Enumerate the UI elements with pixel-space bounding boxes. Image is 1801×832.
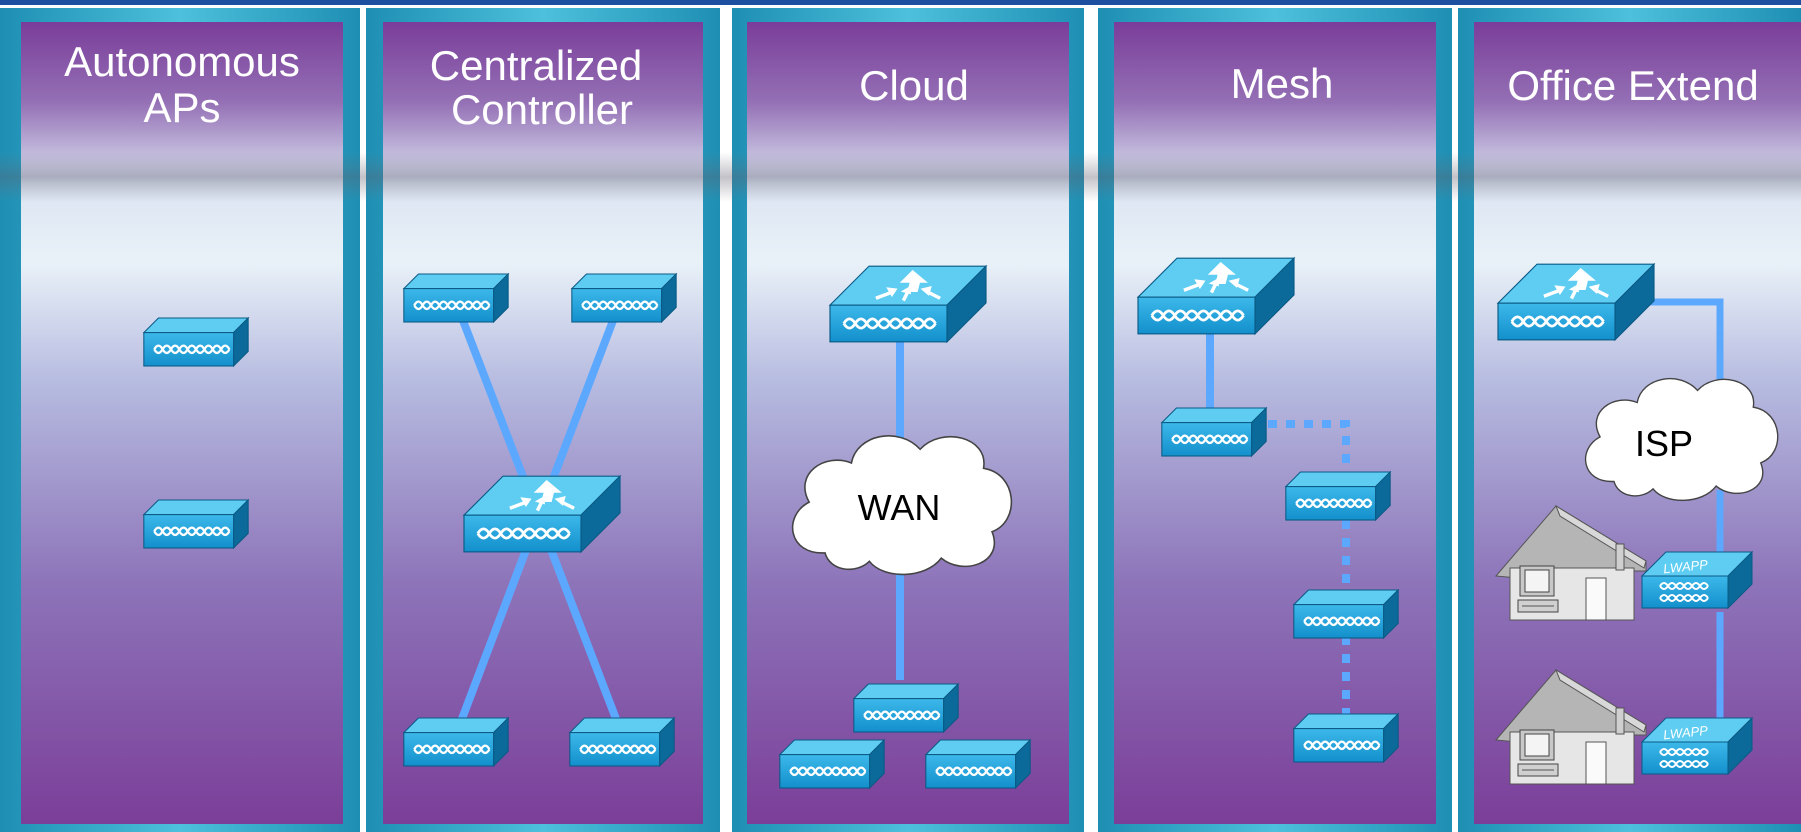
wireless-link-dashed xyxy=(1268,420,1350,476)
top-strip xyxy=(0,0,1801,5)
column-cloud: Cloud WAN xyxy=(732,8,1084,832)
access-point-icon xyxy=(402,716,510,768)
mesh-wireless-links xyxy=(1268,420,1350,716)
access-point-icon xyxy=(142,316,250,368)
access-point-icon xyxy=(1292,712,1400,764)
column-autonomous-aps: Autonomous APs xyxy=(0,8,360,832)
lwapp-label: LWAPP xyxy=(1662,557,1708,577)
decorative-band xyxy=(0,152,1801,202)
access-point-icon xyxy=(570,272,678,324)
column-title-line-2: Controller xyxy=(451,86,633,133)
access-point-icon xyxy=(142,498,250,550)
column-panel xyxy=(383,22,703,824)
access-point-icon xyxy=(778,738,886,790)
access-point-icon xyxy=(924,738,1032,790)
column-title-line-1: Centralized xyxy=(430,42,642,89)
column-office-extend: Office Extend ISP LWAPP LWAPP xyxy=(1458,8,1801,832)
access-point-icon xyxy=(1284,470,1392,522)
column-title-line-1: Mesh xyxy=(1231,60,1334,107)
column-title-line-1: Office Extend xyxy=(1507,62,1758,109)
access-point-icon xyxy=(568,716,676,768)
access-point-icon xyxy=(1160,406,1268,458)
column-title-line-1: Autonomous xyxy=(64,38,300,85)
access-point-icon xyxy=(1292,588,1400,640)
access-point-icon xyxy=(852,682,960,734)
column-title-line-1: Cloud xyxy=(859,62,969,109)
wan-label: WAN xyxy=(858,487,941,528)
column-mesh: Mesh xyxy=(1098,8,1452,832)
column-title-line-2: APs xyxy=(143,84,220,131)
lwapp-label: LWAPP xyxy=(1662,723,1708,743)
column-panel xyxy=(21,22,343,824)
link-line xyxy=(1646,298,1724,386)
column-centralized-controller: Centralized Controller xyxy=(366,8,720,832)
access-point-icon xyxy=(402,272,510,324)
isp-label: ISP xyxy=(1635,423,1693,464)
